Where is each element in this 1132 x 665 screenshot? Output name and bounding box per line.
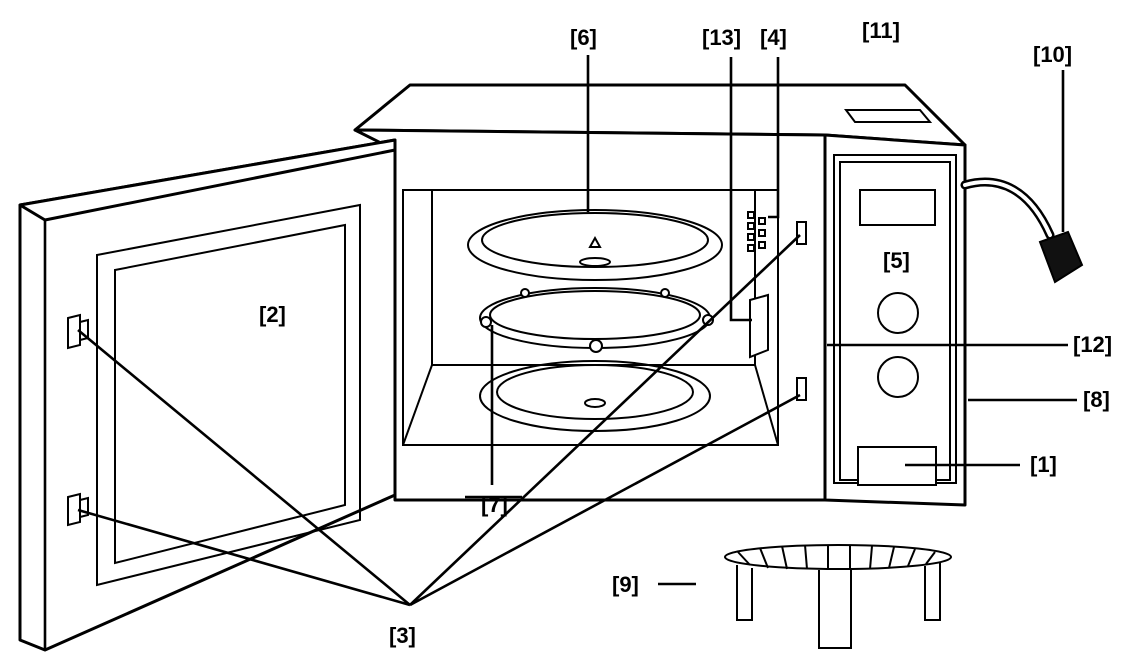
microwave-body bbox=[353, 83, 967, 507]
roller-ring bbox=[479, 287, 714, 353]
label-1: [1] bbox=[1030, 452, 1057, 477]
grill-rack bbox=[724, 544, 952, 649]
glass-tray bbox=[467, 209, 723, 281]
label-10: [10] bbox=[1033, 42, 1072, 67]
label-7: [7] bbox=[481, 492, 508, 517]
door bbox=[18, 138, 397, 652]
indicator-lights bbox=[747, 211, 766, 252]
labels: [1] [2] [3] [4] [5] [6] [7] [8] [9] [10]… bbox=[259, 18, 1112, 648]
label-5: [5] bbox=[883, 248, 910, 273]
waveguide-cover bbox=[749, 293, 769, 359]
top-vent bbox=[844, 109, 933, 123]
label-2: [2] bbox=[259, 302, 286, 327]
label-9: [9] bbox=[612, 572, 639, 597]
label-6: [6] bbox=[570, 25, 597, 50]
door-interlock-slots bbox=[796, 221, 807, 401]
label-11: [11] bbox=[862, 18, 900, 43]
control-panel bbox=[833, 154, 957, 486]
label-12: [12] bbox=[1073, 332, 1112, 357]
leader-lines bbox=[77, 55, 1077, 607]
label-4: [4] bbox=[760, 25, 787, 50]
label-3: [3] bbox=[389, 623, 416, 648]
label-13: [13] bbox=[702, 25, 741, 50]
power-cord bbox=[960, 177, 1084, 284]
label-8: [8] bbox=[1083, 387, 1110, 412]
